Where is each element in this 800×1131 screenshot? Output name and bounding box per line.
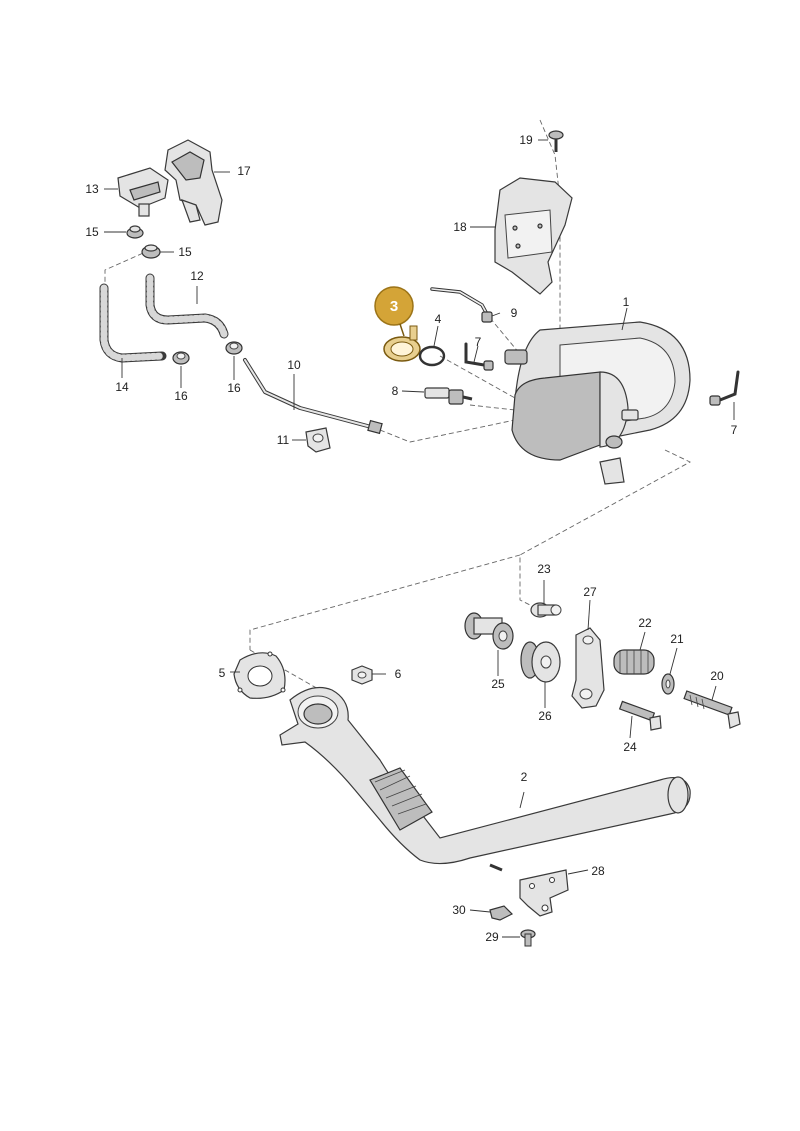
callout-14: 14 xyxy=(115,380,129,394)
callout-29: 29 xyxy=(485,930,499,944)
part-7-sensors xyxy=(464,342,740,406)
callout-22: 22 xyxy=(638,616,652,630)
callout-4: 4 xyxy=(435,312,442,326)
callout-8: 8 xyxy=(392,384,399,398)
part-9-pipe xyxy=(430,287,493,323)
callout-3: 3 xyxy=(390,298,398,315)
highlight-circle xyxy=(374,286,414,326)
callout-6: 6 xyxy=(395,667,402,681)
part-28-hanger xyxy=(519,869,569,917)
hanger-assembly xyxy=(489,863,569,947)
part-24-bolt xyxy=(618,700,662,731)
callout-28: 28 xyxy=(591,864,605,878)
part-1-converter xyxy=(504,321,691,485)
callout-27: 27 xyxy=(583,585,597,599)
callout-7b: 7 xyxy=(731,423,738,437)
part-2-front-pipe xyxy=(279,687,691,865)
part-23-sleeve xyxy=(530,602,562,618)
callout-19: 19 xyxy=(519,133,533,147)
part-27-bracket xyxy=(571,627,605,709)
part-4-seal-ring xyxy=(418,345,446,367)
part-22-spring xyxy=(613,649,655,675)
callout-9: 9 xyxy=(511,306,518,320)
part-18-heat-shield xyxy=(494,177,573,295)
mount-assembly xyxy=(464,602,741,731)
part-19-screw xyxy=(548,130,564,152)
callout-7a: 7 xyxy=(475,335,482,349)
callout-15b: 15 xyxy=(178,245,192,259)
callout-13: 13 xyxy=(85,182,99,196)
callout-15a: 15 xyxy=(85,225,99,239)
part-30-nut xyxy=(489,905,514,921)
callout-16b: 16 xyxy=(174,389,188,403)
callout-17: 17 xyxy=(237,164,251,178)
callout-25: 25 xyxy=(491,677,505,691)
part-13-sensor xyxy=(117,167,169,217)
callout-labels: 1 2 4 5 6 7 7 8 9 10 11 12 13 14 15 15 1… xyxy=(85,133,737,944)
callout-23: 23 xyxy=(537,562,551,576)
callout-12: 12 xyxy=(190,269,204,283)
highlight-badge[interactable]: 3 xyxy=(374,286,414,337)
callout-21: 21 xyxy=(670,632,684,646)
part-20-bolt xyxy=(683,690,741,729)
part-10-pipe xyxy=(243,358,383,435)
part-21-washer xyxy=(661,673,675,695)
part-16-clamps xyxy=(172,341,243,365)
callout-5: 5 xyxy=(219,666,226,680)
part-14-hose xyxy=(99,283,167,363)
callout-10: 10 xyxy=(287,358,301,372)
part-5-gasket xyxy=(233,651,286,699)
part-15-clips xyxy=(126,225,161,259)
part-8-sensor xyxy=(424,387,473,405)
callout-26: 26 xyxy=(538,709,552,723)
part-6-nut xyxy=(351,665,373,685)
connection-lines xyxy=(104,119,691,691)
callout-24: 24 xyxy=(623,740,637,754)
callout-1: 1 xyxy=(623,295,630,309)
part-25-bushing xyxy=(464,612,514,650)
callout-2: 2 xyxy=(521,770,528,784)
part-12-hose xyxy=(145,273,229,339)
leader-lines xyxy=(104,139,735,938)
part-11-holder xyxy=(305,427,331,453)
callout-18: 18 xyxy=(453,220,467,234)
part-17-bracket xyxy=(164,139,223,226)
callout-20: 20 xyxy=(710,669,724,683)
callout-30: 30 xyxy=(452,903,466,917)
callout-16a: 16 xyxy=(227,381,241,395)
part-26-rubber xyxy=(520,641,561,683)
part-29-screw xyxy=(520,929,536,947)
part-3-clamp xyxy=(383,325,421,362)
callout-11: 11 xyxy=(277,433,290,447)
highlight-pointer xyxy=(399,323,405,337)
